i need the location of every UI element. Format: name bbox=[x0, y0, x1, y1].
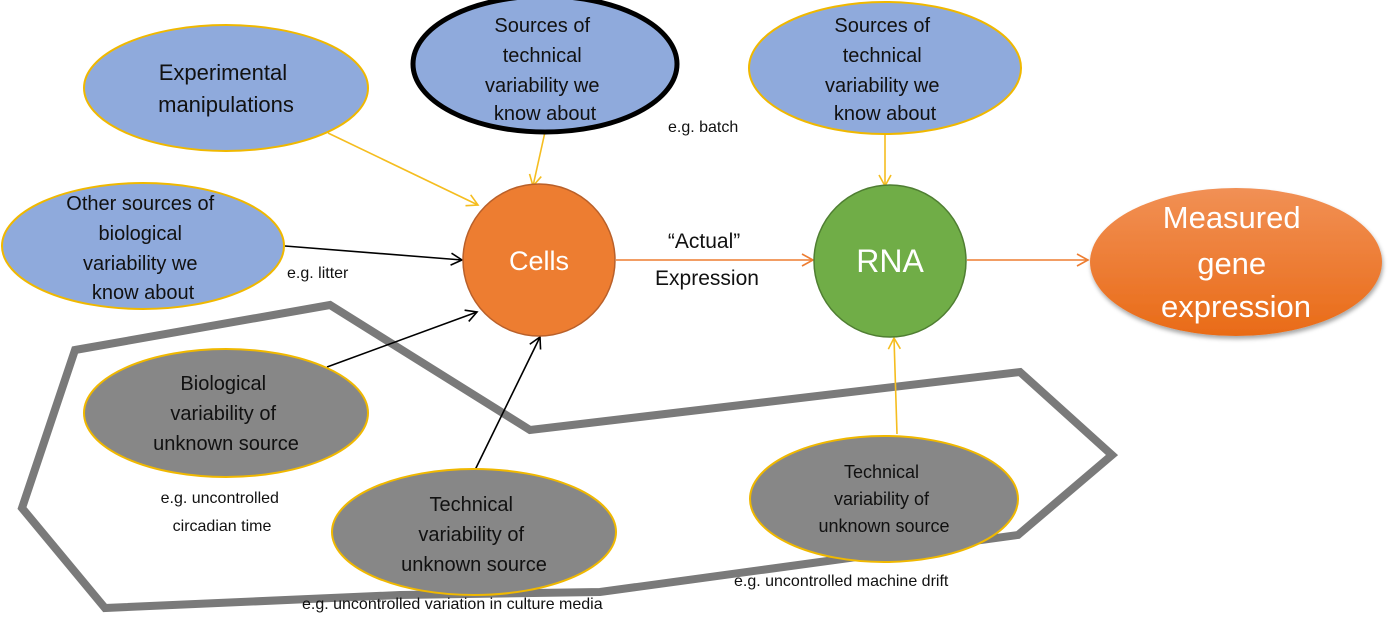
node-text: variability we bbox=[83, 253, 197, 275]
node-text: unknown source bbox=[401, 554, 547, 576]
node-text: know about bbox=[494, 103, 597, 125]
node-bio-unknown: Biological variability of unknown source bbox=[83, 348, 369, 478]
svg-text:Sources of technical: Sources of technical variability we know… bbox=[825, 15, 945, 125]
node-text: expression bbox=[1161, 289, 1311, 324]
annotation-actual-expression: “Actual” Expression bbox=[655, 230, 759, 290]
node-text: Cells bbox=[509, 246, 569, 276]
node-text: Other sources of bbox=[66, 193, 214, 215]
node-text: Sources of bbox=[834, 15, 930, 37]
node-bio-known: Other sources of biological variability … bbox=[1, 182, 285, 310]
node-tech-known-rna: Sources of technical variability we know… bbox=[748, 1, 1022, 135]
annotation-text: circadian time bbox=[173, 518, 272, 535]
node-text: biological bbox=[99, 223, 182, 245]
node-text: gene bbox=[1197, 246, 1266, 281]
node-text: Technical bbox=[430, 494, 513, 516]
node-text: Technical bbox=[844, 462, 919, 482]
node-text: know about bbox=[92, 282, 195, 304]
annotation-text: e.g. uncontrolled bbox=[161, 490, 279, 507]
node-experimental-manipulations: Experimental manipulations bbox=[83, 24, 369, 152]
node-text: technical bbox=[843, 45, 922, 67]
node-text: Biological bbox=[180, 373, 266, 395]
svg-text:Biological variability o: Biological variability of unknown source bbox=[153, 373, 299, 455]
svg-text:Experimental manipulatio: Experimental manipulations bbox=[158, 60, 294, 117]
arrow-tech-unknown-to-rna bbox=[887, 336, 902, 435]
arrow-experimental-to-cells bbox=[327, 132, 480, 207]
annotation-culture-media: e.g. uncontrolled variation in culture m… bbox=[302, 596, 603, 613]
svg-text:Sources of technical: Sources of technical variability we know… bbox=[485, 15, 605, 125]
node-tech-unknown-cells: Technical variability of unknown source bbox=[331, 468, 617, 596]
node-text: unknown source bbox=[153, 433, 299, 455]
node-text: manipulations bbox=[158, 92, 294, 117]
node-text: Experimental bbox=[159, 60, 287, 85]
svg-text:Measured gene expr: Measured gene expression bbox=[1161, 200, 1311, 324]
arrow-tech-unknown-to-cells bbox=[474, 335, 542, 471]
arrow-bio-known-to-cells bbox=[284, 245, 464, 266]
node-cells: Cells bbox=[462, 183, 616, 337]
annotation-text: “Actual” bbox=[668, 230, 740, 253]
node-rna: RNA bbox=[813, 184, 967, 338]
node-measured-gene-expression: Measured gene expression bbox=[1090, 188, 1382, 336]
node-tech-known-cells: Sources of technical variability we know… bbox=[410, 0, 680, 135]
node-text: RNA bbox=[856, 243, 924, 279]
svg-text:Technical variability of: Technical variability of unknown source bbox=[818, 462, 949, 536]
annotation-machine-drift: e.g. uncontrolled machine drift bbox=[734, 573, 949, 590]
svg-text:Other sources of biologi: Other sources of biological variability … bbox=[66, 193, 219, 304]
node-text: know about bbox=[834, 103, 937, 125]
node-text: unknown source bbox=[818, 516, 949, 536]
node-text: Sources of bbox=[494, 15, 590, 37]
arrow-tech-known-to-cells bbox=[528, 131, 546, 188]
annotation-litter: e.g. litter bbox=[287, 265, 349, 282]
node-text: variability of bbox=[834, 489, 930, 509]
node-text: variability we bbox=[825, 75, 939, 97]
annotation-circadian: e.g. uncontrolled circadian time bbox=[161, 490, 284, 535]
svg-text:Technical variability of: Technical variability of unknown source bbox=[401, 494, 547, 576]
unknown-sources-boundary bbox=[17, 300, 1119, 613]
node-text: Measured bbox=[1163, 200, 1301, 235]
node-text: variability of bbox=[418, 524, 524, 546]
node-text: technical bbox=[503, 45, 582, 67]
node-tech-unknown-rna: Technical variability of unknown source bbox=[749, 435, 1019, 563]
annotation-batch: e.g. batch bbox=[668, 119, 738, 136]
node-text: variability of bbox=[170, 403, 276, 425]
node-text: variability we bbox=[485, 75, 599, 97]
annotation-text: Expression bbox=[655, 267, 759, 290]
arrow-bio-unknown-to-cells bbox=[326, 309, 479, 368]
